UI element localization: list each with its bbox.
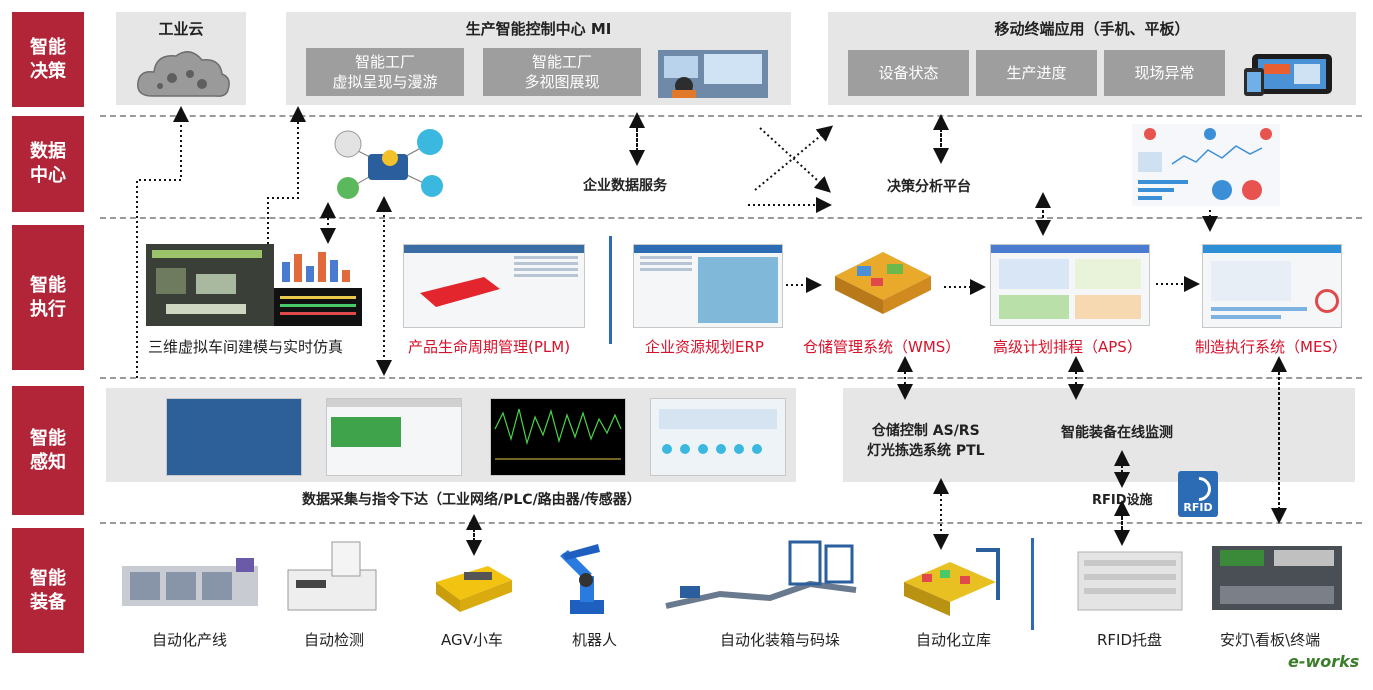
auto-warehouse-image [904,548,1000,616]
wms-warehouse-icon [835,252,931,314]
integration-network-icon [334,129,443,199]
rfid-logo-text: RFID [1183,501,1213,514]
mi-panel: 生产智能控制中心 MI 智能工厂虚拟呈现与漫游 智能工厂多视图展现 [286,12,791,105]
dashboard-thumbnail [1132,124,1280,206]
equip-label-inspection: 自动检测 [304,631,365,649]
perception-right-panel: 仓储控制 AS/RS 灯光拣选系统 PTL 智能装备在线监测 [843,388,1355,482]
virtual-workshop-3d-thumbnail [146,244,362,326]
layer-datacenter: 数据中心 [12,116,84,212]
scada-layout-screen [650,398,786,476]
aps-thumbnail [990,244,1150,326]
auto-inspection-image [287,541,377,611]
cloud-icon [137,51,230,97]
rfid-pallet-image [1077,551,1183,611]
mobile-box-exception: 现场异常 [1104,50,1225,96]
asrs-label: 仓储控制 AS/RS 灯光拣选系统 PTL [867,423,985,459]
mobile-panel: 移动终端应用（手机、平板） 设备状态 生产进度 现场异常 [828,12,1356,105]
layer-perception: 智能感知 [12,386,84,515]
packing-palletizing-image [665,540,857,609]
label-aps: 高级计划排程（APS） [993,338,1142,356]
equipment-divider [1031,538,1034,630]
scada-screen-2 [326,398,462,476]
andon-board-image [1212,546,1342,610]
label-3d-simulation: 三维虚拟车间建模与实时仿真 [148,338,344,356]
label-wms: 仓储管理系统（WMS） [803,338,961,356]
perception-screens-panel [106,388,796,482]
erp-thumbnail [633,244,783,328]
plm-thumbnail [403,244,585,328]
equip-label-palletizing: 自动化装箱与码垛 [720,631,841,649]
equip-label-andon: 安灯\看板\终端 [1220,631,1321,649]
label-erp: 企业资源规划ERP [645,338,764,356]
control-center-photo [658,50,768,98]
mobile-title: 移动终端应用（手机、平板） [994,20,1190,38]
online-monitor-label: 智能装备在线监测 [1061,425,1173,441]
rfid-logo-icon: RFID [1178,471,1218,517]
equip-label-agv: AGV小车 [441,631,503,649]
decision-analysis-platform: 决策分析平台 [887,179,971,195]
separator-2 [100,217,1362,219]
robot-image [560,544,604,614]
cloud-panel: 工业云 [116,12,246,105]
separator-4 [100,522,1362,524]
equip-label-line: 自动化产线 [152,631,228,649]
scada-waveform-screen [490,398,626,476]
label-mes: 制造执行系统（MES） [1195,338,1347,356]
equip-label-warehouse: 自动化立库 [916,631,992,649]
tablet-phone-icon [1244,54,1332,96]
scada-screen-1 [166,398,302,476]
mobile-box-device-status: 设备状态 [848,50,969,96]
equip-label-rfid-pallet: RFID托盘 [1097,631,1163,649]
rfid-facility-label: RFID设施 [1092,493,1153,508]
data-collection-label: 数据采集与指令下达（工业网络/PLC/路由器/传感器） [302,492,641,508]
layer-equipment: 智能装备 [12,528,84,653]
label-plm: 产品生命周期管理(PLM) [408,338,571,356]
equip-label-robot: 机器人 [572,631,618,649]
mobile-box-progress: 生产进度 [976,50,1097,96]
layer-decision: 智能决策 [12,12,84,107]
agv-image [436,566,512,612]
separator-1 [100,115,1362,117]
layer-execution: 智能执行 [12,225,84,370]
mes-thumbnail [1202,244,1342,328]
separator-3 [100,377,1362,379]
auto-line-image [122,558,258,606]
mi-box-virtual: 智能工厂虚拟呈现与漫游 [306,48,464,96]
eworks-logo: e-works [1288,652,1360,671]
cloud-title: 工业云 [158,20,204,38]
mi-title: 生产智能控制中心 MI [465,20,612,38]
enterprise-data-service: 企业数据服务 [583,178,667,194]
mi-box-multiview: 智能工厂多视图展现 [483,48,641,96]
execution-divider [609,236,612,344]
